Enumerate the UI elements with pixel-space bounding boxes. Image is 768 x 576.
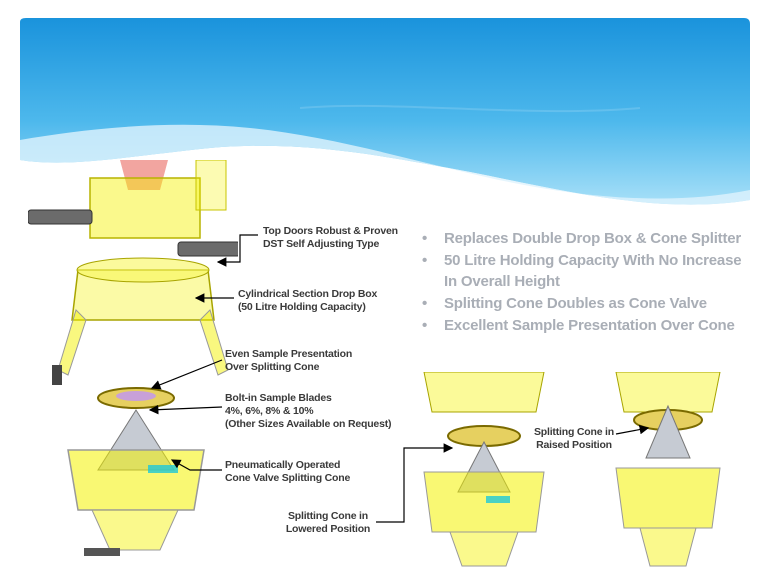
callout-line: Raised Position bbox=[536, 439, 612, 451]
cone-lowered-illustration bbox=[423, 372, 545, 567]
feature-text: 50 Litre Holding Capacity With No Increa… bbox=[444, 252, 742, 269]
feature-text-cont: In Overall Height bbox=[444, 273, 560, 290]
callout-line: Bolt-in Sample Blades bbox=[225, 392, 332, 404]
callout-lowered: Splitting Cone in Lowered Position bbox=[278, 510, 378, 536]
bullet-dot-icon: • bbox=[422, 317, 428, 334]
callout-line: Splitting Cone in bbox=[533, 426, 614, 438]
callout-line: Top Doors Robust & Proven bbox=[263, 225, 398, 237]
feature-bullet: • Excellent Sample Presentation Over Cone bbox=[418, 315, 758, 336]
callout-line: Splitting Cone in bbox=[287, 510, 368, 522]
callout-line: Even Sample Presentation bbox=[225, 348, 353, 360]
feature-text: Splitting Cone Doubles as Cone Valve bbox=[444, 295, 707, 312]
sample-splitter-illustration bbox=[28, 160, 238, 556]
bullet-dot-icon: • bbox=[422, 295, 428, 312]
callout-cone-valve: Pneumatically Operated Cone Valve Splitt… bbox=[225, 459, 350, 485]
bullet-dot-icon: • bbox=[422, 252, 428, 269]
callout-line: Cone Valve Splitting Cone bbox=[225, 472, 351, 484]
callout-line: Pneumatically Operated bbox=[225, 459, 341, 471]
callout-line: Over Splitting Cone bbox=[225, 361, 320, 373]
callout-blades: Bolt-in Sample Blades 4%, 6%, 8% & 10% (… bbox=[225, 392, 391, 431]
feature-bullet: • 50 Litre Holding Capacity With No Incre… bbox=[418, 250, 758, 292]
callout-line: Cylindrical Section Drop Box bbox=[238, 288, 378, 300]
callout-line: (50 Litre Holding Capacity) bbox=[238, 301, 366, 313]
feature-bullet: • Replaces Double Drop Box & Cone Splitte… bbox=[418, 228, 758, 249]
callout-presentation: Even Sample Presentation Over Splitting … bbox=[225, 348, 352, 374]
callout-line: Lowered Position bbox=[285, 523, 371, 535]
callout-line: (Other Sizes Available on Request) bbox=[225, 418, 392, 430]
callout-line: DST Self Adjusting Type bbox=[263, 238, 380, 250]
callout-raised: Splitting Cone in Raised Position bbox=[528, 426, 620, 452]
feature-bullet: • Splitting Cone Doubles as Cone Valve bbox=[418, 293, 758, 314]
callout-drop-box: Cylindrical Section Drop Box (50 Litre H… bbox=[238, 288, 377, 314]
bullet-dot-icon: • bbox=[422, 230, 428, 247]
callout-line: 4%, 6%, 8% & 10% bbox=[225, 405, 314, 417]
callout-top-doors: Top Doors Robust & Proven DST Self Adjus… bbox=[263, 225, 398, 251]
feature-text: Excellent Sample Presentation Over Cone bbox=[444, 317, 735, 334]
feature-text: Replaces Double Drop Box & Cone Splitter bbox=[444, 230, 742, 247]
feature-bullet-list: • Replaces Double Drop Box & Cone Splitte… bbox=[418, 228, 758, 337]
cone-raised-illustration bbox=[615, 372, 721, 567]
